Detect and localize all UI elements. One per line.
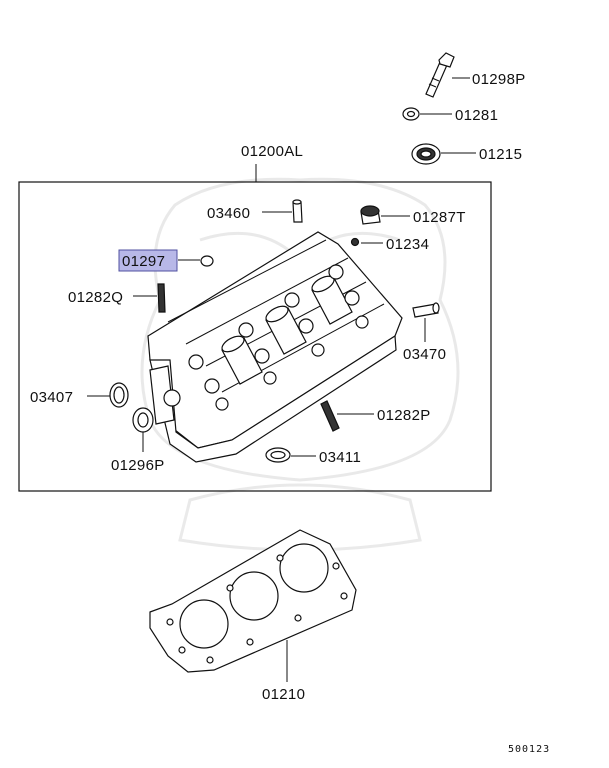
plug-tube xyxy=(311,275,353,325)
part-03470[interactable] xyxy=(412,302,440,318)
label-01298P[interactable]: 01298P xyxy=(472,71,526,88)
label-03411[interactable]: 03411 xyxy=(319,449,361,466)
label-03460[interactable]: 03460 xyxy=(207,205,250,222)
cylinder-head-01200AL[interactable] xyxy=(147,231,403,463)
head-gasket-01210[interactable] xyxy=(149,529,357,673)
bolt-01298P[interactable] xyxy=(425,52,455,98)
label-01281[interactable]: 01281 xyxy=(455,107,498,124)
plug-tube xyxy=(221,335,263,385)
cap-01287T[interactable] xyxy=(360,205,381,225)
stud-01282Q[interactable] xyxy=(157,283,166,313)
label-01297[interactable]: 01297 xyxy=(122,253,165,270)
seal-01296P[interactable] xyxy=(132,407,154,433)
label-03407[interactable]: 03407 xyxy=(30,389,73,406)
seal-03407[interactable] xyxy=(109,382,129,408)
washer-01281[interactable] xyxy=(402,107,420,121)
footer-code: 500123 xyxy=(508,744,550,755)
plug-tube xyxy=(265,305,307,355)
highlight-01297 xyxy=(118,249,178,272)
seal-01215[interactable] xyxy=(411,143,441,165)
label-01234[interactable]: 01234 xyxy=(386,236,429,253)
assembly-frame xyxy=(18,181,492,492)
stud-01282P[interactable] xyxy=(320,400,340,432)
label-01200AL[interactable]: 01200AL xyxy=(241,143,303,160)
plug-01297[interactable] xyxy=(200,255,214,267)
label-01296P[interactable]: 01296P xyxy=(111,457,165,474)
ring-03411[interactable] xyxy=(265,447,291,463)
label-01215[interactable]: 01215 xyxy=(479,146,522,163)
label-03470[interactable]: 03470 xyxy=(403,346,446,363)
plug-01234[interactable] xyxy=(350,237,360,247)
label-01282Q[interactable]: 01282Q xyxy=(68,289,123,306)
label-01287T[interactable]: 01287T xyxy=(413,209,466,226)
label-01282P[interactable]: 01282P xyxy=(377,407,431,424)
part-03460[interactable] xyxy=(292,199,303,223)
label-01210[interactable]: 01210 xyxy=(262,686,305,703)
